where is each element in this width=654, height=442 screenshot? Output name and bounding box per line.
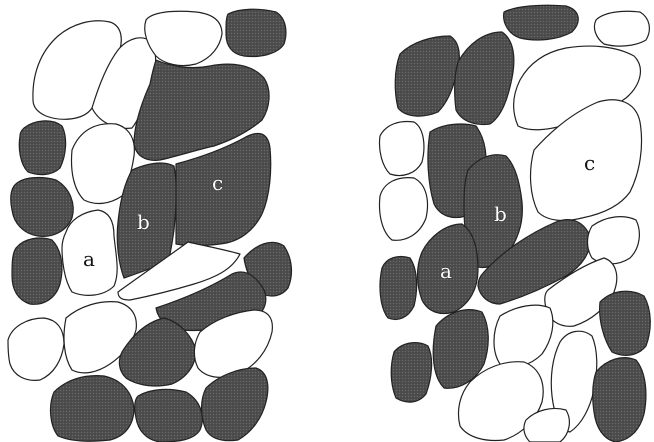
right-grain: [504, 5, 579, 40]
left-label-b: b: [137, 210, 150, 234]
right-grain: [380, 256, 417, 319]
left-grain: [145, 11, 222, 65]
right-grain: [594, 11, 649, 46]
right-grain: [588, 217, 640, 264]
right-grain: [380, 178, 428, 241]
right-label-a: a: [440, 259, 452, 283]
left-label-c: c: [212, 171, 223, 195]
left-grain: [11, 178, 74, 237]
right-grain: [395, 36, 459, 116]
right-grain: [600, 291, 651, 355]
right-grain: [379, 122, 423, 176]
left-grain: [12, 238, 62, 304]
left-grain: [135, 389, 203, 442]
left-grain: [51, 376, 134, 442]
left-grain: [226, 9, 286, 56]
right-grain: [494, 305, 553, 367]
right-grain: [455, 32, 514, 124]
right-label-c: c: [584, 151, 595, 175]
left-grain: [202, 368, 268, 441]
left-grain: [8, 318, 64, 380]
right-grain: [593, 358, 646, 442]
right-label-b: b: [494, 202, 507, 226]
right-grain-panel: [379, 5, 650, 442]
right-grain: [391, 343, 431, 402]
left-grain: [19, 121, 65, 175]
left-label-a: a: [83, 247, 95, 271]
